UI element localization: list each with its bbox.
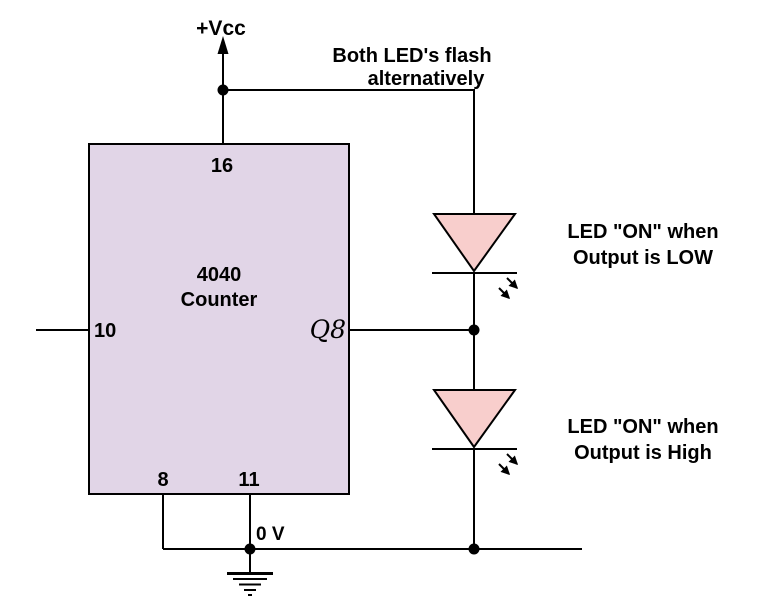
flash-note-line1: Both LED's flash: [332, 45, 491, 67]
wiring: [36, 36, 582, 555]
led-bottom-caption-line2: Output is High: [574, 442, 712, 464]
led-top: [432, 213, 519, 300]
pin-label-11: 11: [238, 469, 259, 491]
led-bottom-caption-line1: LED "ON" when: [567, 416, 718, 438]
led-top-triangle: [432, 213, 517, 273]
chip-name-line2: Counter: [181, 289, 258, 311]
pin-label-16: 16: [211, 155, 233, 177]
led-bottom: [432, 389, 519, 476]
junction-dot-vcc: [217, 84, 229, 96]
chip-name-line1: 4040: [197, 264, 242, 286]
pin-label-q8: Q8: [310, 315, 346, 344]
pin-label-10: 10: [94, 320, 116, 342]
led-bottom-triangle: [432, 389, 517, 449]
led-top-caption-line2: Output is LOW: [573, 247, 713, 269]
ground-symbol-icon: [227, 549, 273, 596]
vcc-arrow-icon: [217, 36, 229, 54]
annotations: +Vcc Both LED's flash alternatively 0 V …: [196, 17, 718, 545]
counter-chip-body: [88, 143, 350, 495]
flash-note-line2: alternatively: [368, 68, 486, 90]
junction-dot-q8: [468, 324, 480, 336]
vcc-label: +Vcc: [196, 17, 246, 40]
junction-dot-bottom: [468, 543, 480, 555]
top-rail-wire: [223, 89, 475, 214]
zero-volt-label: 0 V: [256, 524, 285, 545]
pin-label-8: 8: [157, 469, 168, 491]
counter-chip: 16 4040 Counter 10 Q8 8 11: [88, 143, 350, 495]
led-top-emission-arrows-icon: [498, 277, 519, 300]
led-bottom-emission-arrows-icon: [498, 453, 519, 476]
led-top-caption-line1: LED "ON" when: [567, 221, 718, 243]
